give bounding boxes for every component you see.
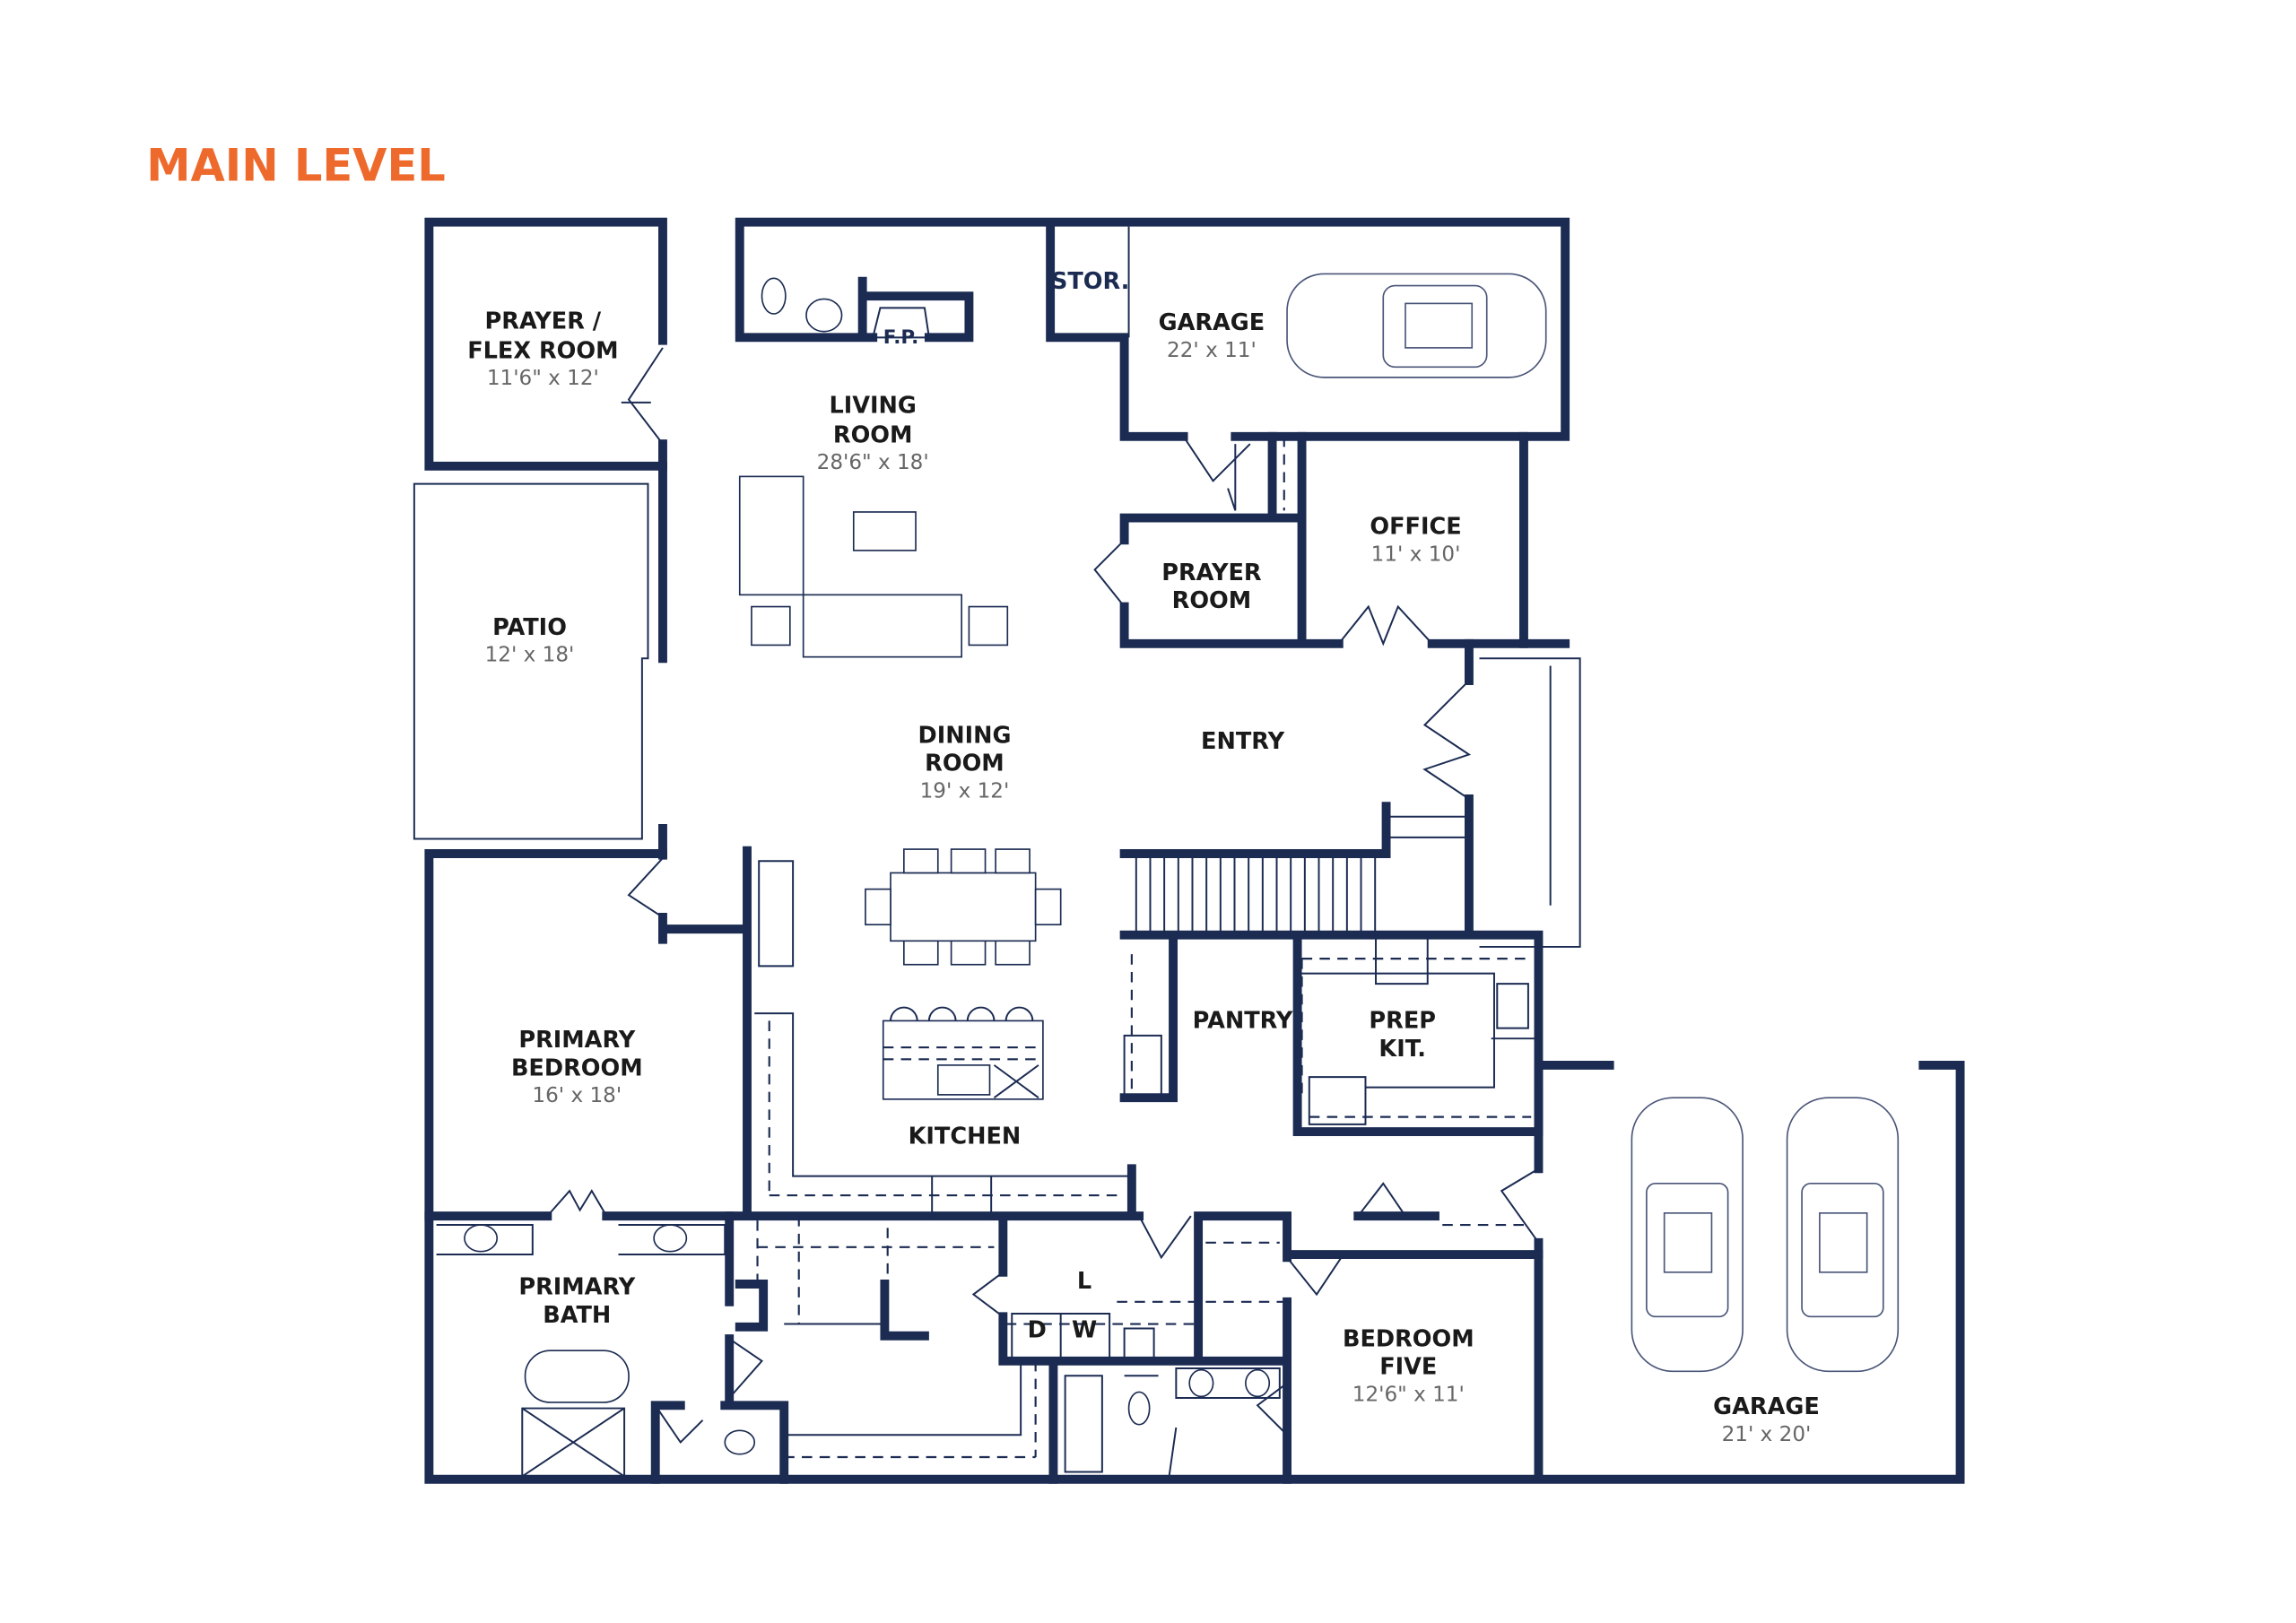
washer-label: W xyxy=(1072,1316,1097,1343)
primary-bedroom-label: PRIMARY xyxy=(518,1027,635,1054)
cars xyxy=(1286,273,1900,1373)
car-icon xyxy=(1786,1097,1900,1373)
primary-bath-label: PRIMARY xyxy=(518,1274,635,1301)
office-label: OFFICE xyxy=(1370,514,1461,541)
garage-label: GARAGE xyxy=(1159,309,1265,336)
garage-label: GARAGE xyxy=(1713,1393,1820,1420)
coffee-table xyxy=(852,511,917,551)
garage-dimensions: 22' x 11' xyxy=(1167,339,1257,362)
primary-bedroom-dimensions: 16' x 18' xyxy=(532,1084,622,1107)
office-dimensions: 11' x 10' xyxy=(1371,542,1461,566)
dining-chairs xyxy=(865,848,1062,966)
patio-dimensions: 12' x 18' xyxy=(485,644,575,667)
flex-room-dimensions: 11'6" x 12' xyxy=(487,367,599,390)
dining-table xyxy=(890,872,1037,942)
bar-stools xyxy=(890,1006,1034,1021)
patio-label: PATIO xyxy=(492,614,567,641)
sink xyxy=(1188,1368,1214,1398)
flex-room-label: PRAYER / xyxy=(485,308,602,334)
fireplace-label: F.P. xyxy=(883,326,919,349)
stairs xyxy=(1135,857,1377,933)
storage-label: STOR. xyxy=(1051,268,1129,295)
pantry-label: PANTRY xyxy=(1193,1008,1293,1035)
sink xyxy=(653,1224,688,1253)
car-icon xyxy=(1286,273,1547,378)
dining-room-label: DINING xyxy=(918,722,1011,749)
bedroom-five-dimensions: 12'6" x 11' xyxy=(1352,1383,1465,1406)
primary-bedroom-label: BEDROOM xyxy=(511,1055,643,1081)
sofa xyxy=(738,475,804,596)
entry-label: ENTRY xyxy=(1201,728,1285,755)
flex-room-label: FLEX ROOM xyxy=(467,337,618,364)
doors-and-details xyxy=(546,307,1540,1480)
prayer-room-label: ROOM xyxy=(1172,587,1252,614)
toilet xyxy=(1127,1391,1151,1426)
dining-room-label: ROOM xyxy=(925,751,1004,777)
level-title: MAIN LEVEL xyxy=(146,139,445,191)
sink xyxy=(805,298,843,333)
bedroom-five-label: BEDROOM xyxy=(1343,1325,1474,1352)
walls xyxy=(413,217,1965,1484)
prayer-room-label: PRAYER xyxy=(1161,560,1262,586)
prep-kitchen-label: KIT. xyxy=(1378,1036,1426,1063)
furniture xyxy=(436,277,1271,1478)
dining-room-dimensions: 19' x 12' xyxy=(920,779,1010,803)
room-labels: PRAYER / FLEX ROOM 11'6" x 12' LIVING RO… xyxy=(467,268,1820,1446)
living-room-dimensions: 28'6" x 18' xyxy=(817,451,929,474)
sofa xyxy=(802,594,962,658)
toilet xyxy=(761,277,787,315)
toilet xyxy=(724,1429,756,1455)
armchair xyxy=(751,605,791,647)
sink xyxy=(1245,1368,1271,1398)
garage-dimensions: 21' x 20' xyxy=(1722,1423,1812,1446)
laundry-label: L xyxy=(1077,1268,1091,1295)
living-room-label: LIVING xyxy=(829,392,916,419)
armchair xyxy=(968,605,1009,647)
car-icon xyxy=(1631,1097,1744,1373)
primary-bath-label: BATH xyxy=(543,1302,611,1329)
shower xyxy=(521,1407,626,1478)
sink xyxy=(464,1224,499,1253)
sink xyxy=(936,1064,991,1096)
bedroom-five-label: FIVE xyxy=(1379,1354,1437,1381)
prep-kitchen-label: PREP xyxy=(1369,1008,1436,1035)
bathtub xyxy=(524,1350,630,1403)
living-room-label: ROOM xyxy=(833,421,913,448)
kitchen-label: KITCHEN xyxy=(909,1123,1022,1150)
dryer-label: D xyxy=(1028,1316,1047,1343)
